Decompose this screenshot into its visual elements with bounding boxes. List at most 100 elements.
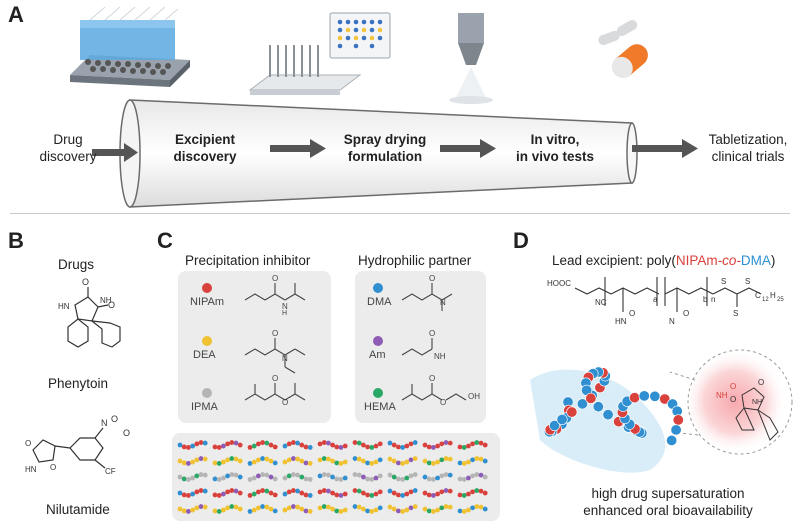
svg-text:O: O	[282, 398, 288, 407]
library-monomer-bead	[457, 460, 463, 466]
library-monomer-bead	[321, 440, 327, 445]
svg-text:NH: NH	[434, 352, 446, 361]
hydrophilic-partner-title: Hydrophilic partner	[358, 253, 472, 268]
library-monomer-bead	[439, 441, 445, 447]
library-monomer-bead	[268, 442, 274, 448]
library-monomer-bead	[377, 457, 383, 463]
library-monomer-bead	[466, 491, 471, 497]
library-monomer-bead	[216, 493, 222, 498]
copolymer-bead	[556, 413, 568, 425]
library-monomer-bead	[408, 473, 414, 479]
library-monomer-bead	[177, 506, 183, 512]
library-monomer-bead	[268, 474, 274, 480]
svg-text:O: O	[82, 277, 89, 287]
library-monomer-bead	[251, 507, 257, 513]
pipeline-cone	[92, 99, 698, 208]
library-monomer-bead	[435, 491, 440, 497]
svg-text:O: O	[272, 329, 278, 338]
library-monomer-bead	[400, 461, 405, 466]
library-monomer-bead	[299, 490, 305, 496]
library-monomer-bead	[369, 493, 375, 498]
library-monomer-bead	[342, 491, 348, 497]
library-monomer-bead	[272, 508, 278, 514]
library-monomer-bead	[470, 473, 475, 479]
library-monomer-bead	[466, 475, 471, 481]
library-monomer-bead	[431, 509, 436, 514]
tabletization-label: Tabletization,clinical trials	[708, 132, 788, 164]
library-monomer-bead	[447, 456, 453, 462]
library-monomer-bead	[260, 488, 265, 493]
svg-text:H: H	[770, 291, 776, 300]
library-monomer-bead	[247, 493, 253, 498]
library-monomer-bead	[431, 445, 436, 450]
library-monomer-bead	[404, 459, 410, 465]
library-monomer-bead	[291, 456, 296, 461]
library-monomer-bead	[334, 476, 340, 482]
library-monomer-bead	[478, 504, 484, 510]
library-monomer-bead	[342, 475, 348, 481]
svg-text:N: N	[282, 302, 288, 311]
library-monomer-bead	[391, 458, 397, 464]
copolymer-bead	[592, 401, 604, 413]
library-monomer-bead	[431, 477, 436, 482]
library-monomer-bead	[352, 472, 358, 477]
library-monomer-bead	[461, 493, 467, 498]
step-in-vitro-vivo: In vitro,in vivo tests	[515, 132, 595, 164]
library-monomer-bead	[216, 461, 222, 466]
library-monomer-bead	[256, 505, 261, 511]
library-monomer-bead	[330, 458, 335, 464]
svg-text:HN: HN	[25, 465, 37, 474]
library-monomer-bead	[443, 456, 449, 461]
library-monomer-bead	[361, 490, 366, 496]
library-monomer-bead	[299, 506, 305, 512]
library-monomer-bead	[461, 461, 467, 466]
library-monomer-bead	[303, 492, 309, 498]
library-monomer-bead	[422, 490, 428, 496]
monomer-nipam: NIPAm	[190, 283, 224, 308]
library-monomer-bead	[190, 459, 195, 465]
library-monomer-bead	[365, 492, 370, 498]
library-monomer-bead	[186, 493, 191, 498]
library-monomer-bead	[212, 460, 218, 466]
copolymer-bead	[585, 392, 597, 404]
library-monomer-bead	[447, 488, 453, 494]
library-monomer-bead	[326, 440, 331, 446]
library-monomer-bead	[299, 458, 305, 464]
library-monomer-bead	[412, 472, 418, 477]
library-monomer-bead	[317, 489, 323, 495]
library-monomer-bead	[233, 504, 239, 510]
library-monomer-bead	[457, 476, 463, 482]
svg-text:O: O	[629, 309, 635, 318]
library-monomer-bead	[286, 505, 292, 511]
lead-excipient-title: Lead excipient: poly(NIPAm-co-DMA)	[552, 253, 776, 268]
library-monomer-bead	[439, 505, 445, 511]
library-monomer-bead	[282, 475, 288, 481]
svg-text:O: O	[272, 374, 278, 383]
copolymer-bead	[672, 414, 684, 426]
library-monomer-bead	[356, 440, 362, 446]
library-monomer-bead	[330, 442, 335, 448]
monomer-dea: DEA	[193, 336, 216, 361]
svg-text:N: N	[282, 354, 288, 363]
panel-a-illustrations	[70, 6, 648, 104]
library-monomer-bead	[412, 456, 418, 461]
library-monomer-bead	[426, 476, 432, 482]
library-monomer-bead	[373, 491, 379, 497]
library-monomer-bead	[447, 472, 453, 478]
library-monomer-bead	[478, 440, 484, 446]
library-monomer-bead	[412, 440, 418, 445]
svg-text:H: H	[282, 310, 287, 317]
library-monomer-bead	[326, 472, 331, 478]
svg-text:CF: CF	[105, 467, 116, 476]
library-monomer-bead	[338, 509, 344, 514]
library-monomer-bead	[365, 460, 370, 466]
library-monomer-bead	[181, 444, 187, 450]
library-monomer-bead	[237, 458, 243, 464]
svg-text:HN: HN	[615, 317, 627, 326]
library-monomer-bead	[272, 444, 278, 450]
library-monomer-bead	[474, 472, 480, 477]
library-monomer-bead	[474, 504, 480, 509]
library-monomer-bead	[408, 441, 414, 447]
phenytoin-structure: O O HN NH	[58, 277, 121, 348]
